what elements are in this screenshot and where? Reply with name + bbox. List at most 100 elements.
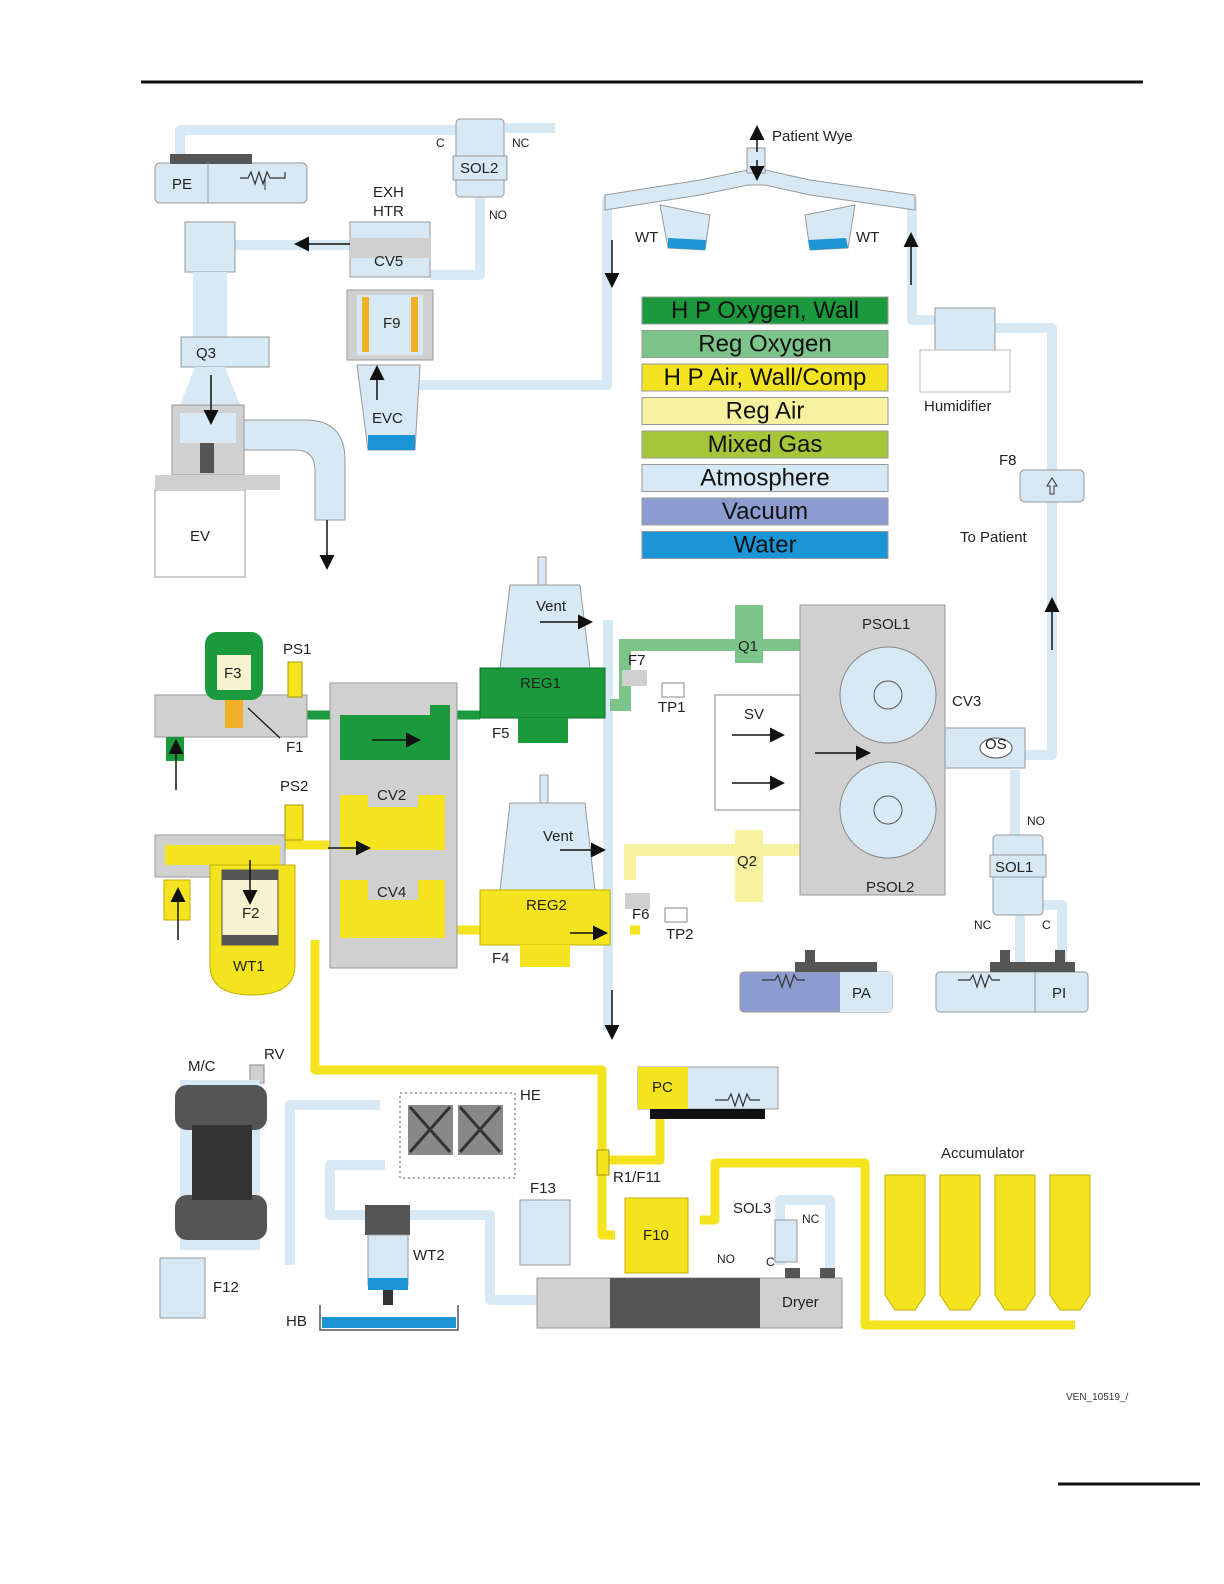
r1f11-label: R1/F11 bbox=[613, 1169, 661, 1186]
sol1-c-label: C bbox=[1042, 918, 1051, 932]
doc-id-label: VEN_10519_/ bbox=[1066, 1392, 1128, 1403]
pa-label: PA bbox=[852, 985, 871, 1002]
legend-label: H P Oxygen, Wall bbox=[671, 297, 859, 324]
sv-label: SV bbox=[744, 706, 764, 723]
legend-swatch bbox=[641, 363, 889, 392]
wt2-label: WT2 bbox=[413, 1247, 445, 1264]
pi-label: PI bbox=[1052, 985, 1066, 1002]
legend-label: Reg Oxygen bbox=[698, 331, 831, 358]
sol3-c-label: C bbox=[766, 1255, 775, 1269]
htr-label: HTR bbox=[373, 203, 404, 220]
sol3-no-label: NO bbox=[717, 1252, 735, 1266]
exh-label: EXH bbox=[373, 184, 404, 201]
accumulator: Accumulator bbox=[884, 1145, 1091, 1311]
legend-swatch bbox=[641, 330, 889, 358]
f13-label: F13 bbox=[530, 1180, 556, 1197]
patient-wye: Patient Wye WT WT bbox=[604, 125, 919, 288]
wt1-label: WT1 bbox=[233, 958, 265, 975]
sol2-label: SOL2 bbox=[460, 160, 498, 177]
sol1-label: SOL1 bbox=[995, 859, 1033, 876]
pa-sensor: PA bbox=[739, 950, 893, 1013]
f2-label: F2 bbox=[242, 905, 260, 922]
cv-block: CV2 CV4 bbox=[328, 682, 458, 969]
tp2-label: TP2 bbox=[666, 926, 694, 943]
legend-swatch bbox=[641, 430, 889, 459]
cv4-label: CV4 bbox=[377, 884, 406, 901]
legend-label: Atmosphere bbox=[700, 465, 829, 492]
f12-label: F12 bbox=[213, 1279, 239, 1296]
sol2-nc-label: NC bbox=[512, 136, 530, 150]
sol3-valve: SOL3 NC NO C bbox=[717, 1200, 820, 1269]
q1-label: Q1 bbox=[738, 638, 758, 655]
vent1-label: Vent bbox=[536, 598, 567, 615]
psol2-label: PSOL2 bbox=[866, 879, 914, 896]
cv5-label: CV5 bbox=[374, 253, 403, 270]
f8-label: F8 bbox=[999, 452, 1017, 469]
mc-label: M/C bbox=[188, 1058, 216, 1075]
dryer: Dryer bbox=[536, 1268, 843, 1329]
pc-sensor: PC bbox=[637, 1066, 779, 1119]
sol1-no-label: NO bbox=[1027, 814, 1045, 828]
accumulator-label: Accumulator bbox=[941, 1145, 1024, 1162]
legend-label: Water bbox=[733, 532, 796, 559]
legend-swatch bbox=[641, 497, 889, 526]
reg1-assembly: Vent REG1 F5 F7 TP1 bbox=[479, 556, 686, 743]
cv3-label: CV3 bbox=[952, 693, 981, 710]
f10-label: F10 bbox=[643, 1227, 669, 1244]
sol3-label: SOL3 bbox=[733, 1200, 771, 1217]
f7-label: F7 bbox=[628, 652, 646, 669]
f4-label: F4 bbox=[492, 950, 510, 967]
reg2-assembly: Vent REG2 F4 F6 TP2 bbox=[479, 774, 694, 1040]
sol3-nc-label: NC bbox=[802, 1212, 820, 1226]
water-trap-2: WT2 HB bbox=[286, 1205, 459, 1331]
sol2-no-label: NO bbox=[489, 208, 507, 222]
sol1-nc-label: NC bbox=[974, 918, 992, 932]
vent2-label: Vent bbox=[543, 828, 574, 845]
pe-sensor: PE bbox=[154, 154, 308, 204]
legend-label: H P Air, Wall/Comp bbox=[664, 364, 867, 391]
atmosphere-lines bbox=[175, 123, 1067, 1305]
q3-ev-assembly: Q3 EV bbox=[154, 221, 350, 578]
q2-label: Q2 bbox=[737, 853, 757, 870]
evc-label: EVC bbox=[372, 410, 403, 427]
f13-filter: F13 bbox=[519, 1180, 571, 1266]
dryer-label: Dryer bbox=[782, 1294, 819, 1311]
ps2-label: PS2 bbox=[280, 778, 308, 795]
he-label: HE bbox=[520, 1087, 541, 1104]
reg2-label: REG2 bbox=[526, 897, 567, 914]
oxygen-inlet-assembly: F3 PS1 F1 bbox=[154, 632, 311, 790]
wt-left-label: WT bbox=[635, 229, 658, 246]
exhalation-assembly: EXH HTR CV5 F9 EVC bbox=[346, 184, 434, 451]
f3-label: F3 bbox=[224, 665, 242, 682]
ps1-label: PS1 bbox=[283, 641, 311, 658]
f10-filter: R1/F11 F10 bbox=[596, 1149, 689, 1274]
to-patient-label: To Patient bbox=[960, 529, 1028, 546]
legend-swatch bbox=[641, 531, 889, 559]
legend-swatch bbox=[641, 397, 889, 425]
ev-label: EV bbox=[190, 528, 210, 545]
legend-label: Reg Air bbox=[726, 398, 805, 425]
sol2-c-label: C bbox=[436, 136, 445, 150]
pe-label: PE bbox=[172, 176, 192, 193]
rv-label: RV bbox=[264, 1046, 285, 1063]
pc-label: PC bbox=[652, 1079, 673, 1096]
hb-label: HB bbox=[286, 1313, 307, 1330]
f9-label: F9 bbox=[383, 315, 401, 332]
f6-label: F6 bbox=[632, 906, 650, 923]
f1-label: F1 bbox=[286, 739, 304, 756]
f5-label: F5 bbox=[492, 725, 510, 742]
compressor: M/C RV F12 bbox=[159, 1046, 285, 1319]
cv2-label: CV2 bbox=[377, 787, 406, 804]
wt-right-label: WT bbox=[856, 229, 879, 246]
legend-label: Vacuum bbox=[722, 498, 808, 525]
pi-sensor: PI bbox=[935, 950, 1089, 1013]
q3-label: Q3 bbox=[196, 345, 216, 362]
legend-label: Mixed Gas bbox=[708, 431, 823, 458]
reg1-label: REG1 bbox=[520, 675, 561, 692]
humidifier-assembly: Humidifier F8 To Patient bbox=[919, 307, 1085, 650]
sol1-valve: SOL1 NO NC C bbox=[974, 814, 1051, 932]
tp1-label: TP1 bbox=[658, 699, 686, 716]
legend-swatch bbox=[641, 464, 889, 492]
